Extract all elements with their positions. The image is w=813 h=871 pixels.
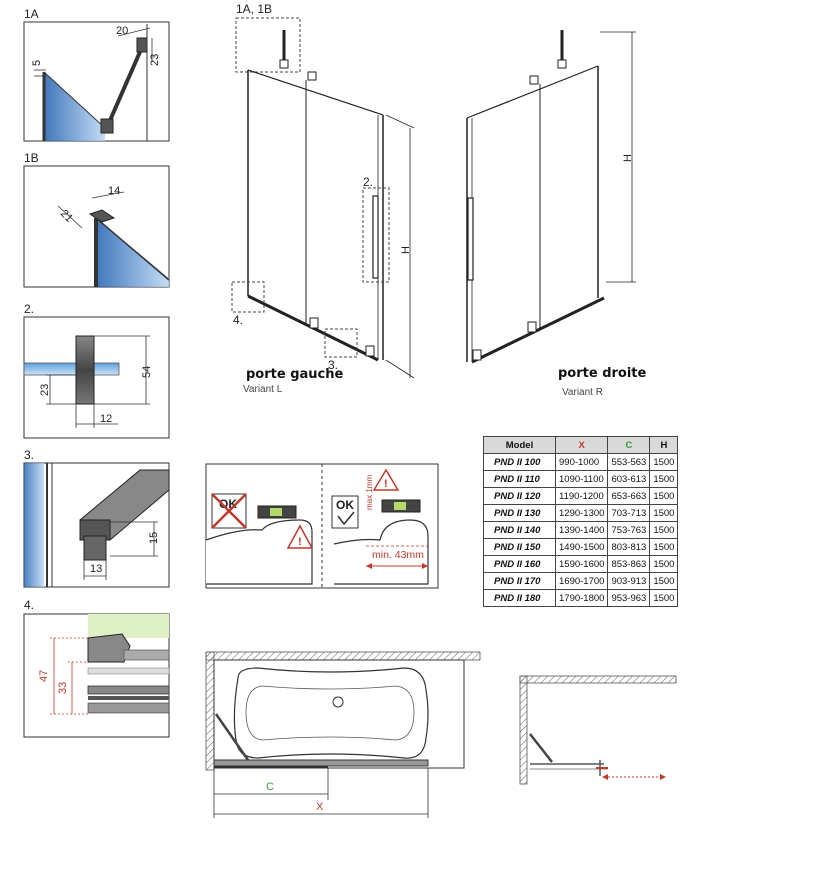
detail-2: 2. 54 23 12 xyxy=(23,302,170,439)
cell: 1500 xyxy=(649,521,679,539)
door-left-variant: Variant L xyxy=(243,384,283,395)
door-left-title: porte gauche xyxy=(246,367,343,382)
callout-4: 4. xyxy=(233,313,243,327)
cell: 953-963 xyxy=(607,589,651,607)
cell: 753-763 xyxy=(607,521,651,539)
table-header-row: Model X C H xyxy=(483,436,679,454)
cell: 1690-1700 xyxy=(554,572,609,590)
cell: PND II 180 xyxy=(483,589,556,607)
warning-icon-right xyxy=(372,468,400,491)
tub-top-view: C X xyxy=(205,651,481,818)
cell: 1590-1600 xyxy=(554,555,609,573)
dim-2-12: 12 xyxy=(100,413,112,425)
dim-3-13: 13 xyxy=(90,563,102,575)
callout-1a1b: 1A, 1B xyxy=(236,2,272,16)
cell: PND II 130 xyxy=(483,504,556,522)
dim-2-23: 23 xyxy=(39,384,51,396)
label-2: 2. xyxy=(24,302,34,316)
label-4: 4. xyxy=(24,598,34,612)
dim-h-left: H xyxy=(400,246,412,254)
cell: 1790-1800 xyxy=(554,589,609,607)
cell: 1390-1400 xyxy=(554,521,609,539)
cell: PND II 100 xyxy=(483,453,556,471)
dim-x: X xyxy=(316,801,324,813)
cell: 1500 xyxy=(649,555,679,573)
label-1b: 1B xyxy=(24,151,39,165)
label-3: 3. xyxy=(24,448,34,462)
dim-4-33: 33 xyxy=(57,682,69,694)
cell: PND II 110 xyxy=(483,470,556,488)
checkmark-icon xyxy=(337,511,355,526)
level-check-box: OK ! OK ! max 1mm min. 43mm xyxy=(205,463,439,589)
detail-3: 3. 15 13 xyxy=(23,448,170,588)
cell: 1500 xyxy=(649,487,679,505)
min-note: min. 43mm xyxy=(372,549,424,561)
col-h: H xyxy=(649,436,679,454)
cell: PND II 140 xyxy=(483,521,556,539)
cell: 1290-1300 xyxy=(554,504,609,522)
cell: 903-913 xyxy=(607,572,651,590)
cell: 1500 xyxy=(649,470,679,488)
cell: PND II 120 xyxy=(483,487,556,505)
callout-3: 3. xyxy=(328,358,338,372)
dim-1a-23: 23 xyxy=(149,54,161,66)
cell: 703-713 xyxy=(607,504,651,522)
door-right-drawing: H porte droite Variant R xyxy=(466,30,647,398)
detail-1b: 1B 14 21 xyxy=(23,151,170,288)
warning-icon xyxy=(286,524,314,549)
dim-4-47: 47 xyxy=(38,670,50,682)
cell: 1500 xyxy=(649,504,679,522)
cell: 1090-1100 xyxy=(554,470,609,488)
cell: 553-563 xyxy=(607,453,651,471)
cell: 990-1000 xyxy=(554,453,609,471)
dim-1a-20: 20 xyxy=(116,25,128,37)
cell: 1190-1200 xyxy=(554,487,609,505)
detail-4: 4. 47 33 xyxy=(23,598,170,738)
svg-text:!: ! xyxy=(384,478,388,490)
dim-c: C xyxy=(266,781,274,793)
dim-2-54: 54 xyxy=(141,366,153,378)
callout-2: 2. xyxy=(363,175,373,189)
cell: 1500 xyxy=(649,589,679,607)
dim-h-right: H xyxy=(622,154,634,162)
cell: PND II 150 xyxy=(483,538,556,556)
max-note: max 1mm xyxy=(365,475,374,510)
door-left-drawing: 1A, 1B 2. 4. 3. H porte gauche Variant L xyxy=(231,2,415,395)
cell: 1500 xyxy=(649,538,679,556)
ok-label: OK xyxy=(336,498,354,512)
door-right-title: porte droite xyxy=(558,366,647,381)
cell: PND II 160 xyxy=(483,555,556,573)
detail-1a: 1A 20 23 5 xyxy=(23,7,170,142)
dim-1b-14: 14 xyxy=(108,185,120,197)
cell: 1490-1500 xyxy=(554,538,609,556)
cell: 653-663 xyxy=(607,487,651,505)
dim-1a-5: 5 xyxy=(31,60,43,66)
col-c: C xyxy=(607,436,651,454)
col-model: Model xyxy=(483,436,556,454)
cell: 803-813 xyxy=(607,538,651,556)
dim-3-15: 15 xyxy=(148,532,160,544)
cell: 1500 xyxy=(649,453,679,471)
cell: PND II 170 xyxy=(483,572,556,590)
label-1a: 1A xyxy=(24,7,39,21)
col-x: X xyxy=(554,436,609,454)
small-top-view xyxy=(519,675,677,785)
svg-text:!: ! xyxy=(298,536,302,548)
door-right-variant: Variant R xyxy=(562,387,603,398)
cell: 1500 xyxy=(649,572,679,590)
cell: 853-863 xyxy=(607,555,651,573)
cell: 603-613 xyxy=(607,470,651,488)
